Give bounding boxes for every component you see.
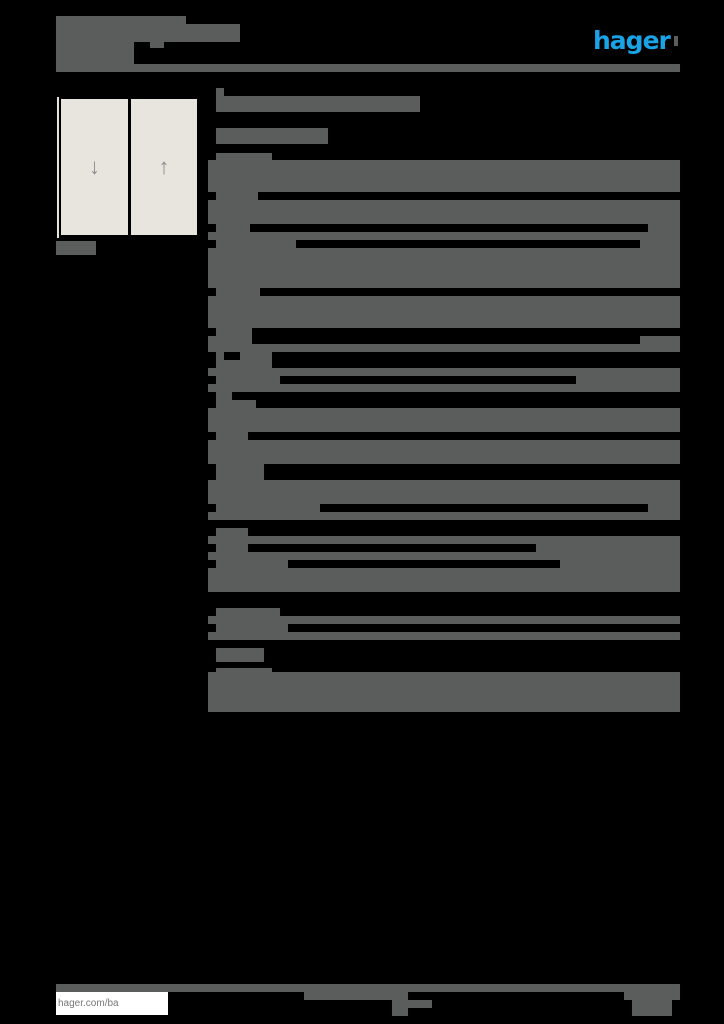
spec-row-redacted [216,400,256,408]
spec-row-redacted [208,200,680,224]
footer-center-redacted [392,1000,408,1016]
rocker-up: ↑ [131,99,197,235]
spec-row-redacted [216,668,272,672]
spec-row-redacted [576,376,680,384]
spec-row-redacted [216,328,252,336]
hager-logo[interactable]: hager [593,26,671,55]
spec-row-redacted [560,560,680,568]
spec-row-redacted [208,296,680,328]
spec-row-redacted [216,560,288,568]
spec-row-redacted [208,568,680,592]
product-image-edge [57,97,59,238]
spec-row-redacted [208,512,680,520]
product-title-redacted [216,96,420,112]
spec-row-redacted [216,376,280,384]
spec-row-redacted [208,248,680,288]
spec-row-redacted [208,672,680,712]
spec-row-redacted [208,552,680,560]
section-heading-redacted [216,352,224,360]
spec-row-redacted [640,240,680,248]
spec-row-redacted [208,336,252,344]
spec-row-redacted [216,624,288,632]
spec-row-redacted [216,240,296,248]
product-subtitle-redacted [216,128,328,144]
spec-row-redacted [216,288,260,296]
header-title-redacted [186,24,240,42]
product-code-redacted [56,241,96,255]
footer-page-redacted [632,1000,672,1016]
spec-row-redacted [208,232,680,240]
header-title-redacted [56,16,186,42]
header-rule [56,64,680,72]
spec-row-redacted [648,504,680,512]
spec-row-redacted [208,384,680,392]
spec-row-redacted [208,480,680,504]
spec-row-redacted [208,440,680,464]
spec-row-redacted [208,616,680,624]
spec-row-redacted [208,536,680,544]
footer-website-link[interactable]: hager.com/ba [56,992,168,1015]
section-heading-redacted [216,608,280,616]
spec-row-redacted [208,632,680,640]
spec-row-redacted [208,160,680,192]
spec-row-redacted [208,408,680,432]
product-title-redacted [216,88,224,96]
footer-rule [56,984,680,992]
spec-row-redacted [216,192,258,200]
spec-row-redacted [536,544,680,552]
spec-row-redacted [216,464,264,480]
section-heading-redacted [216,648,264,662]
spec-row-redacted [640,336,680,344]
logo-mark [674,36,678,46]
arrow-down-icon: ↓ [89,154,100,179]
header-subtitle-redacted [150,42,164,48]
footer-center-redacted [408,1000,432,1008]
footer-page-redacted [624,992,680,1000]
spec-row-redacted [216,544,248,552]
spec-row-redacted [208,344,680,352]
rocker-down: ↓ [61,99,128,235]
spec-row-redacted [216,504,320,512]
section-heading-redacted [216,528,248,536]
arrow-up-icon: ↑ [158,154,170,179]
header-subtitle-redacted [56,42,134,66]
spec-row-redacted [208,368,680,376]
footer-center-redacted [304,992,408,1000]
section-heading-redacted [216,153,272,161]
spec-row-redacted [216,432,248,440]
section-heading-redacted [216,360,272,368]
